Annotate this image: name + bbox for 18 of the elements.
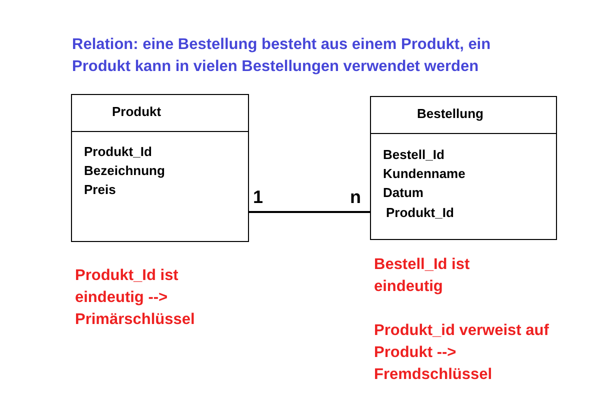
cardinality-label: n xyxy=(350,187,361,208)
entity-box xyxy=(71,94,249,242)
cardinality-label: 1 xyxy=(253,187,264,208)
attribute-text: Produkt_Id xyxy=(386,205,454,221)
note-text: Bestell_Id ist eindeutig xyxy=(374,255,471,297)
attribute-text: Kundenname xyxy=(383,166,466,182)
note-text: Produkt_id verweist auf Produkt --> Fremdschlüssel xyxy=(374,321,550,385)
attribute-text: Preis xyxy=(84,182,116,198)
attribute-text: Produkt_Id xyxy=(84,144,152,160)
relationship-line xyxy=(249,211,370,213)
entity-name: Bestellung xyxy=(417,106,484,121)
attribute-text: Datum xyxy=(383,185,424,201)
attribute-text: Bezeichnung xyxy=(84,163,165,179)
note-text: Produkt_Id ist eindeutig --> Primärschlüssel xyxy=(75,266,196,330)
diagram-title: Relation: eine Bestellung besteht aus einem Produkt, ein Produkt kann in vielen Bestellungen verwendet werden xyxy=(72,35,492,77)
attribute-text: Bestell_Id xyxy=(383,147,444,163)
entity-name: Produkt xyxy=(112,104,162,119)
entity-box xyxy=(370,96,557,240)
